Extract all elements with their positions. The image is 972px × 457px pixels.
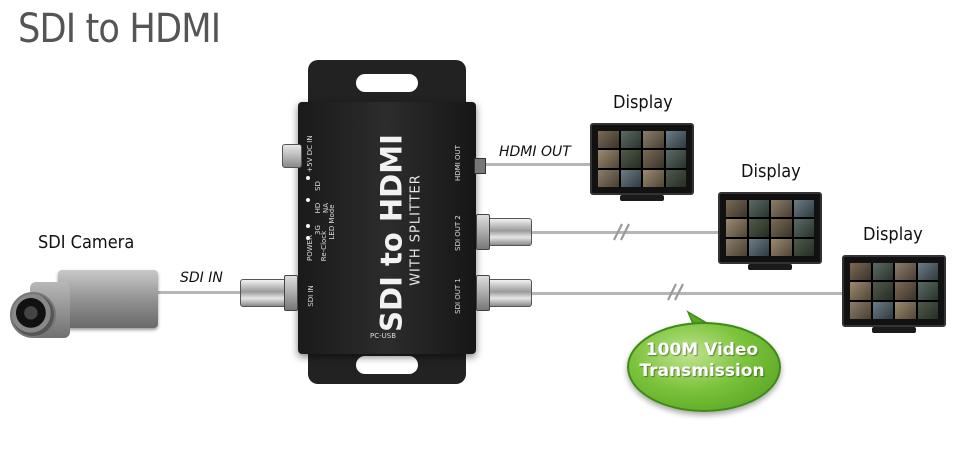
indicator-hd: HD bbox=[314, 202, 322, 214]
camera-lens-icon bbox=[10, 292, 56, 338]
display-3-stand bbox=[872, 327, 916, 333]
led-3g bbox=[306, 224, 310, 228]
sdi-out-2-nut bbox=[476, 214, 490, 250]
device-name: SDI to HDMI bbox=[374, 134, 409, 332]
display-2-label: Display bbox=[741, 161, 801, 182]
device-body bbox=[298, 102, 476, 354]
indicator-re-clock: Re-Clock bbox=[320, 230, 328, 262]
port-label-sdi-in: SDI IN bbox=[307, 285, 315, 307]
sdi-in-label: SDI IN bbox=[180, 270, 223, 286]
sdi-out-2-connector bbox=[486, 218, 532, 246]
port-label-sdi-out-1: SDI OUT 1 bbox=[454, 278, 462, 314]
bottom-mounting-slot bbox=[356, 356, 418, 374]
display-1 bbox=[590, 123, 694, 203]
indicator-sd: SD bbox=[314, 181, 322, 191]
sdi-out-2-cable bbox=[528, 231, 718, 234]
led-power bbox=[306, 236, 310, 240]
camera-label: SDI Camera bbox=[38, 232, 135, 253]
display-1-label: Display bbox=[613, 92, 673, 113]
display-2-screen bbox=[726, 200, 814, 256]
port-label-hdmi-out: HDMI OUT bbox=[454, 145, 462, 181]
sdi-in-nut bbox=[284, 275, 298, 311]
led-sd bbox=[306, 176, 310, 180]
display-3 bbox=[842, 255, 946, 335]
display-2-stand bbox=[748, 264, 792, 270]
dc-in-jack bbox=[282, 144, 302, 168]
display-3-label: Display bbox=[863, 224, 923, 245]
hdmi-out-label: HDMI OUT bbox=[499, 144, 571, 160]
port-label-sdi-out-2: SDI OUT 2 bbox=[454, 215, 462, 251]
display-2 bbox=[718, 192, 822, 272]
sdi-out-1-nut bbox=[476, 275, 490, 311]
display-3-screen bbox=[850, 263, 938, 319]
display-2-frame bbox=[718, 192, 822, 264]
callout-text: 100M Video Transmission bbox=[639, 340, 765, 381]
sdi-in-connector bbox=[240, 279, 288, 307]
indicator-led-mode: LED Mode bbox=[328, 204, 336, 240]
device-subtitle: WITH SPLITTER bbox=[408, 174, 424, 286]
led-hd bbox=[306, 198, 310, 202]
sdi-out-1-connector bbox=[486, 279, 532, 307]
display-1-screen bbox=[598, 131, 686, 187]
sdi-to-hdmi-device: SDI to HDMI WITH SPLITTER SDI IN +5V DC … bbox=[282, 58, 486, 386]
port-label-pc-usb: PC-USB bbox=[370, 332, 397, 340]
display-1-stand bbox=[620, 195, 664, 201]
callout-bubble bbox=[627, 322, 781, 412]
camera-body bbox=[58, 270, 158, 328]
display-1-frame bbox=[590, 123, 694, 195]
sdi-camera bbox=[8, 262, 163, 352]
hdmi-out-cable bbox=[486, 163, 592, 166]
top-mounting-slot bbox=[356, 74, 418, 92]
hdmi-port bbox=[474, 158, 486, 174]
sdi-in-cable bbox=[155, 291, 245, 294]
page-title: SDI to HDMI bbox=[18, 6, 221, 52]
sdi-out-1-cable bbox=[528, 292, 844, 295]
port-label-dc-in: +5V DC IN bbox=[306, 135, 314, 173]
display-3-frame bbox=[842, 255, 946, 327]
